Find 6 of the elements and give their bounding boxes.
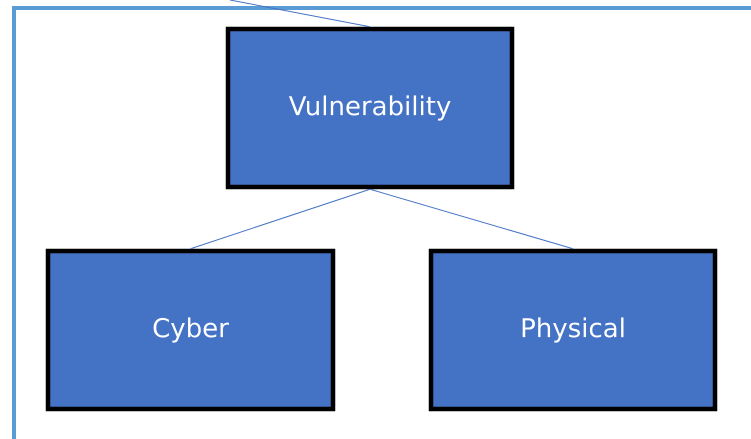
connector-line bbox=[230, 0, 370, 28]
box: Physical bbox=[428, 248, 718, 412]
connector-line bbox=[370, 188, 574, 250]
connector-line bbox=[190, 188, 370, 250]
box: Vulnerability bbox=[226, 26, 514, 190]
box: Cyber bbox=[46, 248, 336, 412]
